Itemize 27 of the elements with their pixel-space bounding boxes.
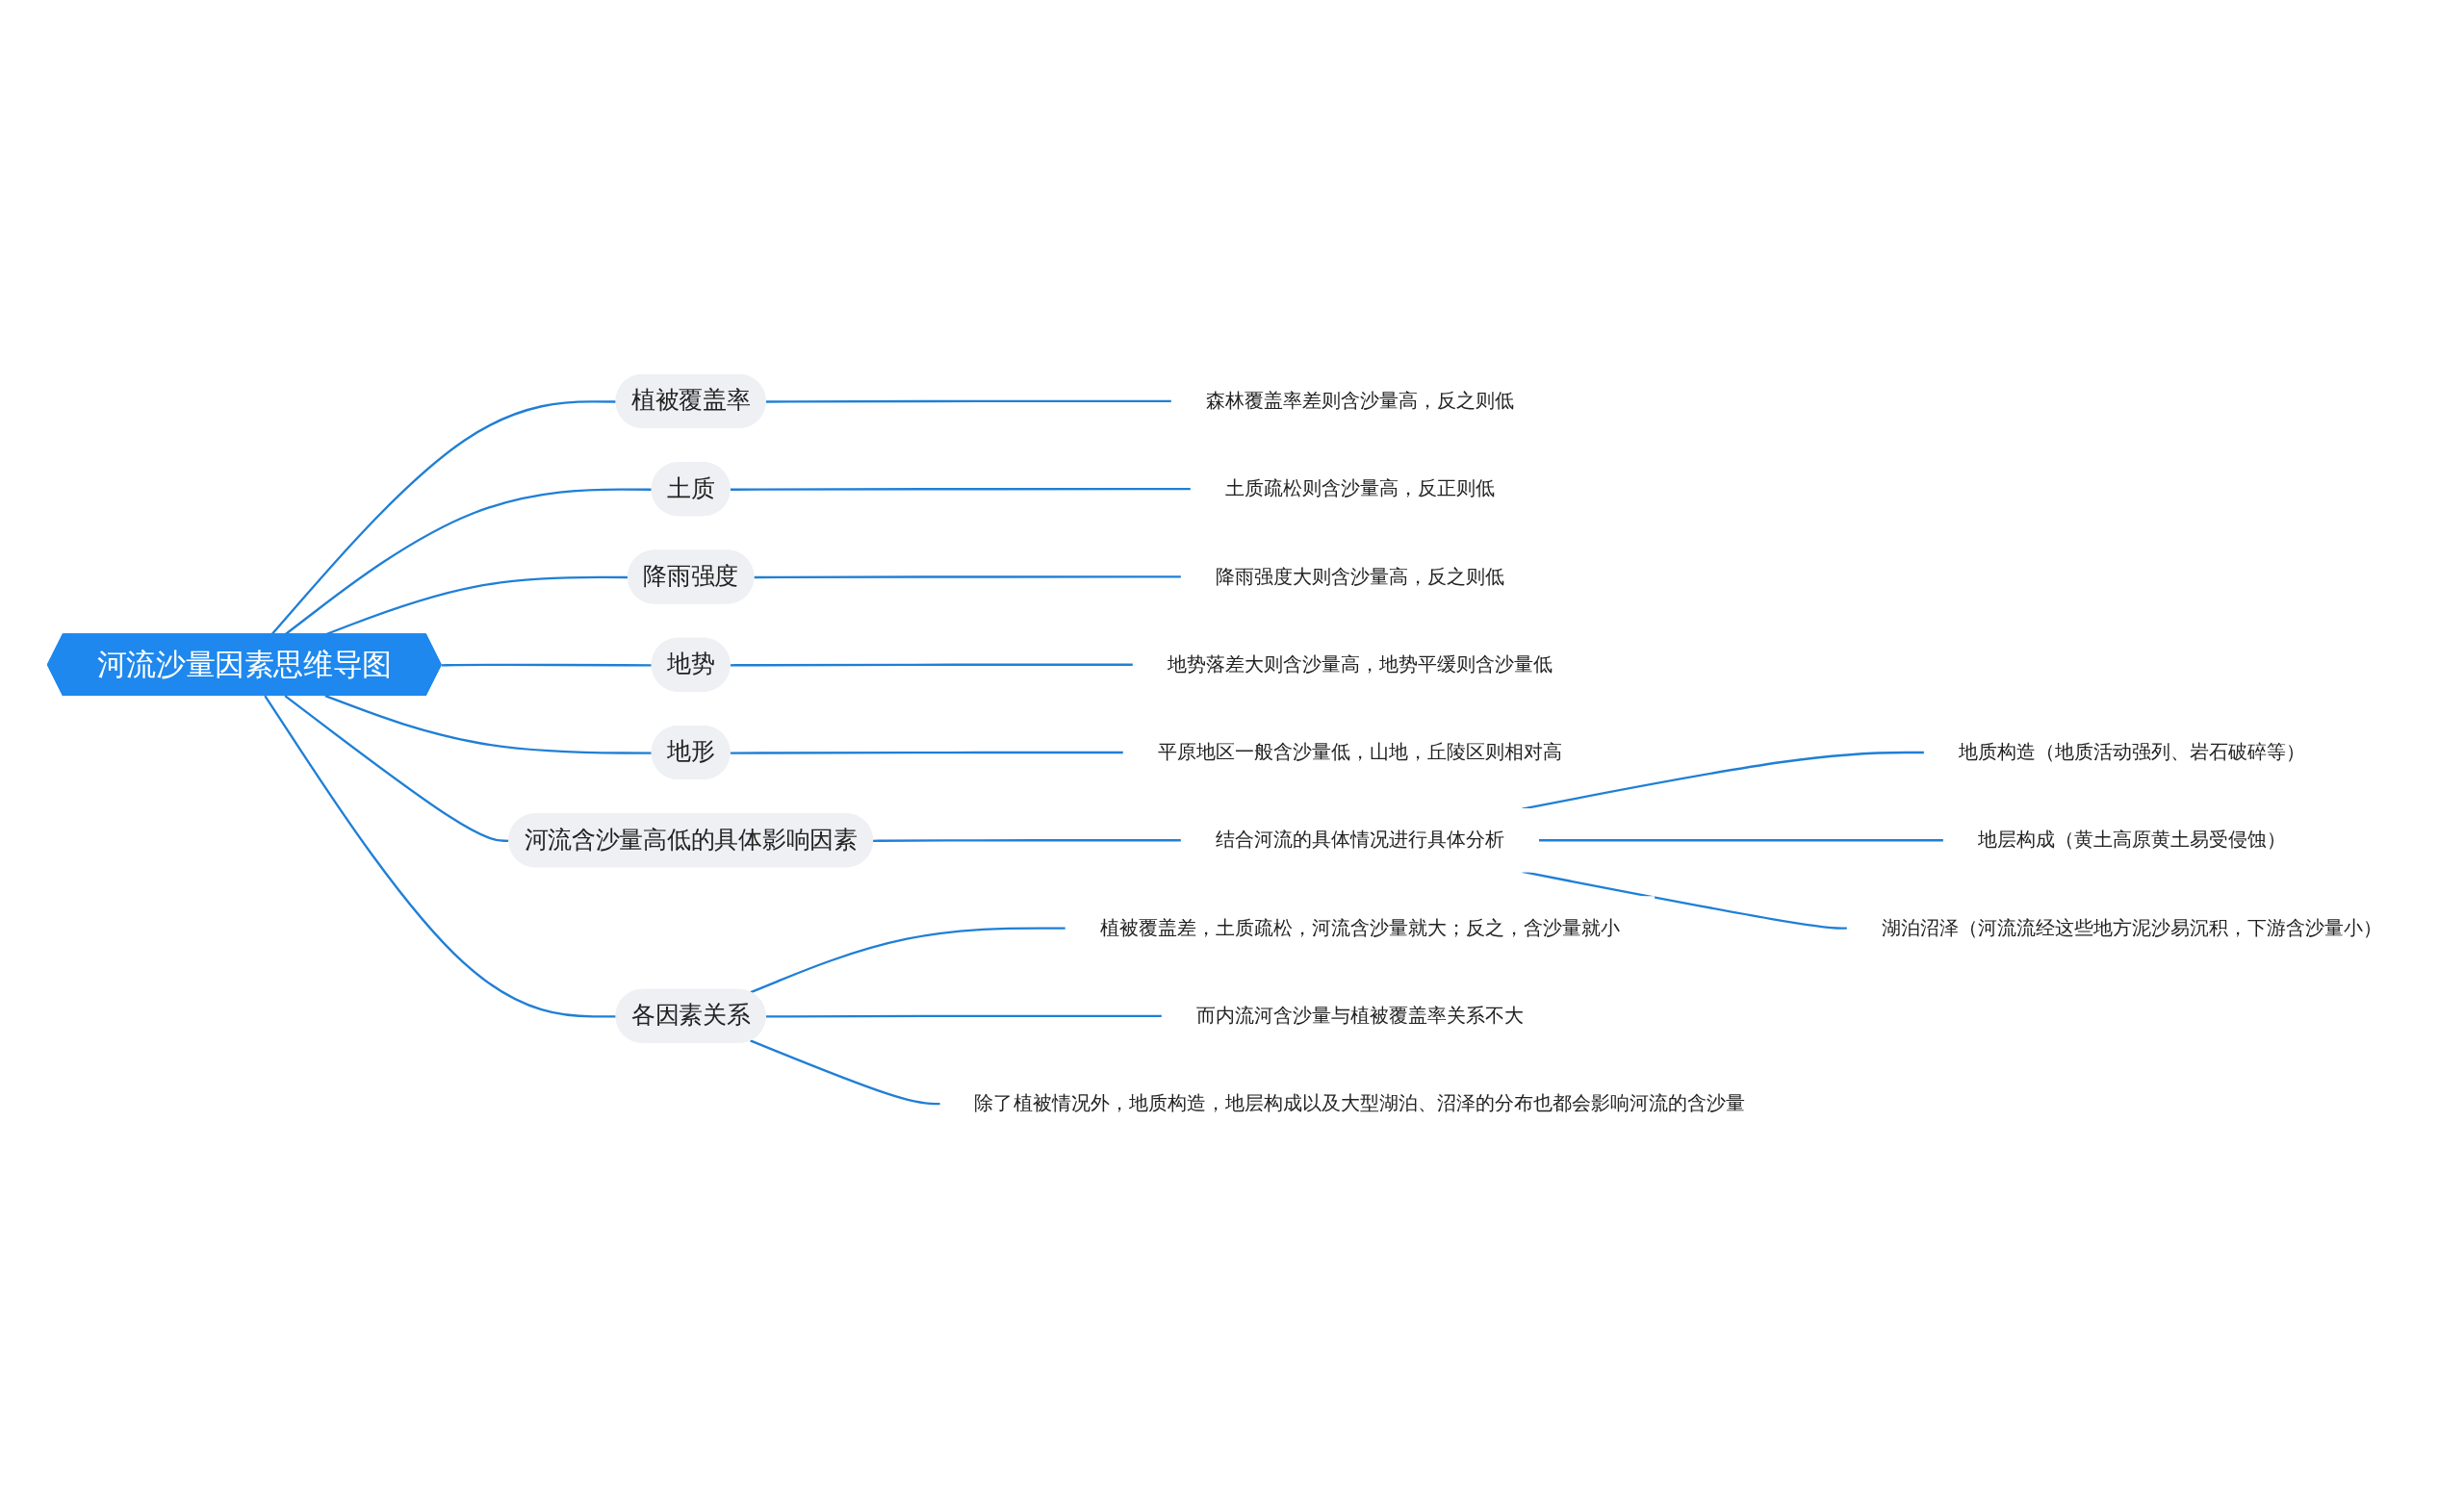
connector — [1522, 751, 1925, 810]
connector — [730, 751, 1124, 754]
node-text: 植被覆盖差，土质疏松，河流含沙量就大；反之，含沙量就小 — [1099, 915, 1621, 939]
node-text: 地质构造（地质活动强列、岩石破碎等） — [1958, 740, 2306, 763]
connector — [730, 488, 1192, 491]
connector — [873, 839, 1182, 843]
node-text: 降雨强度大则含沙量高，反之则低 — [1215, 564, 1505, 588]
node-text: 而内流河含沙量与植被覆盖率关系不大 — [1195, 1004, 1525, 1027]
node-text: 湖泊沼泽（河流流经这些地方泥沙易沉积，下游含沙量小） — [1881, 915, 2383, 939]
connector — [1538, 839, 1944, 842]
node-text: 结合河流的具体情况进行具体分析 — [1215, 828, 1505, 852]
node-text: 地层构成（黄土高原黄土易受侵蚀） — [1977, 828, 2287, 852]
node-text: 森林覆盖率差则含沙量高，反之则低 — [1205, 389, 1515, 412]
connector — [730, 663, 1134, 667]
connector — [754, 575, 1182, 579]
connector — [324, 695, 653, 754]
node-text: 平原地区一般含沙量低，山地，丘陵区则相对高 — [1157, 740, 1563, 763]
connector — [750, 1039, 941, 1106]
connector — [765, 1014, 1163, 1018]
node-text: 地势落差大则含沙量高，地势平缓则含沙量低 — [1167, 652, 1553, 676]
node-text: 土质疏松则含沙量高，反正则低 — [1224, 476, 1496, 500]
connector — [441, 663, 653, 667]
connector — [750, 927, 1066, 994]
node-text: 除了植被情况外，地质构造，地层构成以及大型湖泊、沼泽的分布也都会影响河流的含沙量 — [974, 1091, 1746, 1114]
connector — [1522, 870, 1848, 930]
connector — [765, 399, 1172, 403]
connector — [264, 695, 617, 1018]
